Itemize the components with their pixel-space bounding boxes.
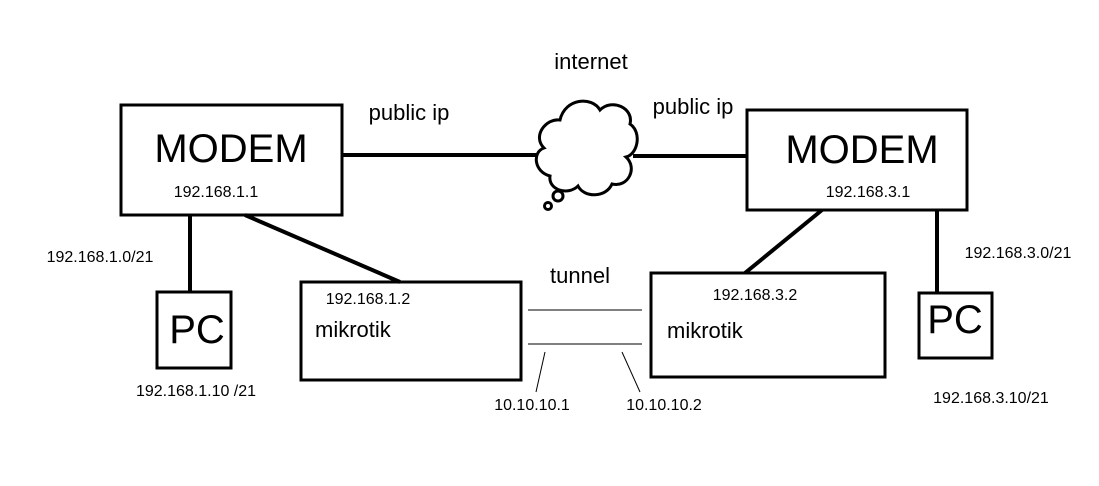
left-modem-ip: 192.168.1.1 (174, 184, 259, 201)
tunnel-pointer-right (621, 351, 641, 393)
right-modem-ip: 192.168.3.1 (826, 184, 911, 201)
public-ip-left-label: public ip (369, 100, 450, 125)
left-modem-title: MODEM (154, 127, 307, 171)
right-pc-ip-label: 192.168.3.10/21 (933, 390, 1049, 407)
right-mikrotik-title: mikrotik (667, 318, 744, 343)
right-lan-subnet-label: 192.168.3.0/21 (965, 245, 1072, 262)
tunnel-pointer-left (535, 351, 546, 393)
right-pc-title: PC (927, 298, 983, 342)
right-pc-box (917, 291, 994, 360)
right-mikrotik-box (649, 271, 887, 379)
right-mikrotik-ip: 192.168.3.2 (713, 287, 798, 304)
link-left-modem-mikrotik (244, 213, 401, 284)
tunnel-label: tunnel (550, 263, 610, 288)
right-tunnel-ip-label: 10.10.10.2 (626, 397, 702, 414)
left-pc-box (155, 290, 233, 370)
internet-cloud-icon (534, 99, 639, 211)
right-modem-title: MODEM (785, 128, 938, 172)
left-pc-ip-label: 192.168.1.10 /21 (136, 383, 256, 400)
left-pc-title: PC (169, 308, 225, 352)
left-mikrotik-title: mikrotik (315, 317, 392, 342)
left-mikrotik-ip: 192.168.1.2 (326, 291, 411, 308)
left-tunnel-ip-label: 10.10.10.1 (494, 397, 570, 414)
left-mikrotik-box (299, 280, 523, 382)
left-modem-box (119, 103, 344, 217)
public-ip-right-label: public ip (653, 94, 734, 119)
right-modem-box (745, 108, 969, 212)
link-right-modem-mikrotik (743, 208, 824, 275)
internet-label: internet (554, 49, 627, 74)
left-lan-subnet-label: 192.168.1.0/21 (47, 249, 154, 266)
